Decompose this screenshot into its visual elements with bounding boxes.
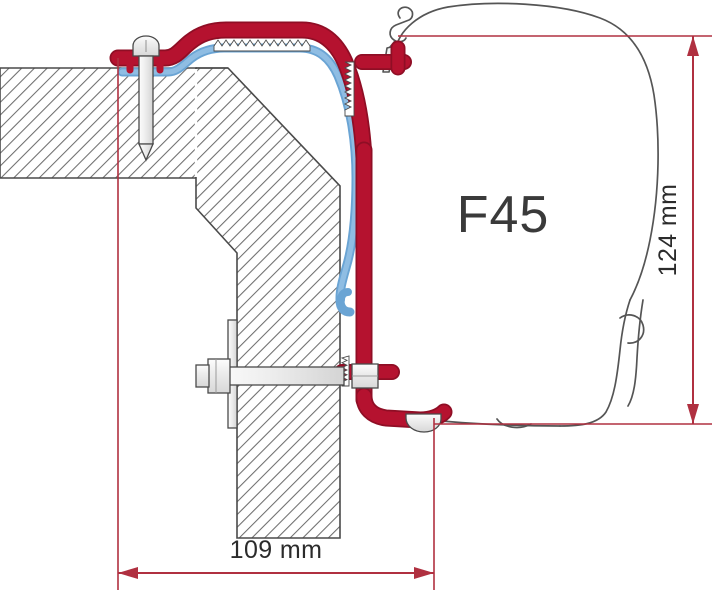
dimension-width-label: 109 mm (230, 536, 323, 564)
adapter-serration-top (213, 39, 311, 52)
adapter-serration-bolt (340, 355, 350, 387)
dimension-height: 124 mm (654, 36, 699, 424)
model-label: F45 (457, 186, 550, 244)
roof-rail-seal (117, 43, 361, 317)
roof-panel (0, 67, 197, 179)
mounting-screw (132, 35, 160, 162)
structure-section (0, 67, 341, 539)
dimension-extension-lines (117, 35, 712, 590)
dimension-width: 109 mm (118, 536, 434, 579)
through-bolt (195, 319, 379, 429)
dimension-height-label: 124 mm (654, 184, 682, 277)
bracket-foot-pad (405, 413, 442, 433)
adapter-serration-slope (343, 61, 355, 117)
wall-panel (195, 67, 341, 539)
